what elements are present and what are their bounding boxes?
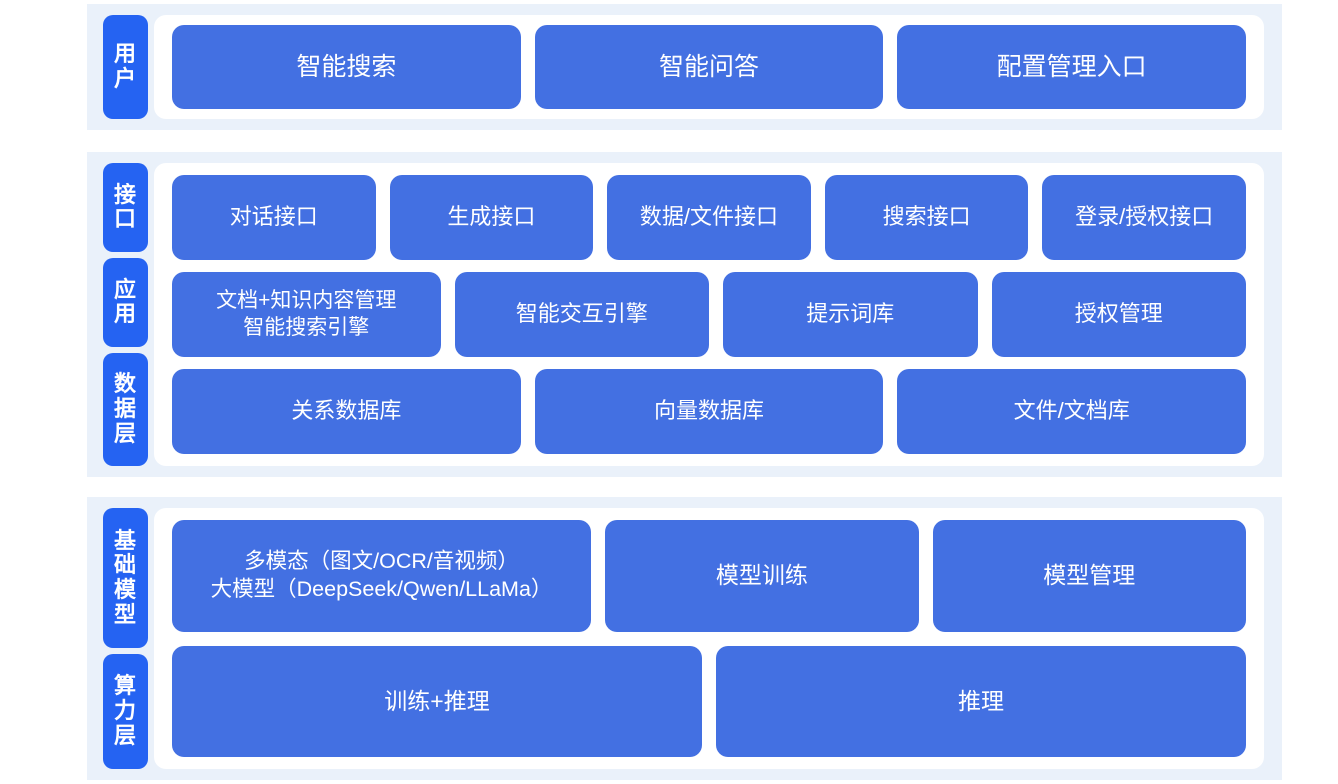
box-doc-knowledge-content-management[interactable]: 文档+知识内容管理 智能搜索引擎 [172, 272, 441, 357]
layer-tab-user-char-0: 用 [113, 41, 137, 67]
box-search-api[interactable]: 搜索接口 [824, 175, 1029, 260]
row-application: 文档+知识内容管理 智能搜索引擎 智能交互引擎 提示词库 授权管理 [172, 272, 1246, 357]
layer-tab-foundation-model[interactable]: 基 础 模 型 [103, 508, 148, 648]
section-base: 基 础 模 型 算 力 层 多模态（图文/OCR/音视频） 大模型（DeepSe… [87, 497, 1282, 780]
box-model-management[interactable]: 模型管理 [932, 520, 1246, 632]
box-inference[interactable]: 推理 [716, 645, 1246, 757]
layer-tab-foundation-model-char-3: 型 [113, 601, 137, 627]
layer-tab-data-layer[interactable]: 数 据 层 [103, 352, 148, 467]
box-intelligent-qa[interactable]: 智能问答 [534, 25, 884, 109]
section-middle: 接 口 应 用 数 据 层 对话接口 生成接口 数据/文件接口 搜索接口 登录/… [87, 152, 1282, 477]
box-model-training[interactable]: 模型训练 [605, 520, 919, 632]
box-dialog-api[interactable]: 对话接口 [172, 175, 376, 260]
layer-tab-interface-char-0: 接 [113, 181, 137, 207]
layer-tab-user-char-1: 户 [113, 66, 137, 91]
box-generation-api[interactable]: 生成接口 [389, 175, 594, 260]
layer-tab-data-layer-char-1: 据 [113, 395, 137, 421]
box-vector-database[interactable]: 向量数据库 [534, 369, 884, 454]
section-user: 用 户 智能搜索 智能问答 配置管理入口 [87, 4, 1282, 130]
box-prompt-library[interactable]: 提示词库 [723, 272, 978, 357]
box-intelligent-interaction-engine[interactable]: 智能交互引擎 [454, 272, 710, 357]
row-data-layer: 关系数据库 向量数据库 文件/文档库 [172, 369, 1247, 454]
layer-tab-interface[interactable]: 接 口 [103, 163, 148, 252]
row-foundation-model: 多模态（图文/OCR/音视频） 大模型（DeepSeek/Qwen/LLaMa）… [172, 520, 1246, 632]
tab-column-base: 基 础 模 型 算 力 层 [87, 497, 148, 780]
row-user-entries: 智能搜索 智能问答 配置管理入口 [172, 25, 1247, 109]
box-data-file-api[interactable]: 数据/文件接口 [607, 175, 811, 260]
box-training-and-inference[interactable]: 训练+推理 [172, 645, 702, 757]
layer-tab-interface-char-1: 口 [113, 206, 137, 232]
tab-column-user: 用 户 [87, 4, 148, 130]
box-multimodal-large-model[interactable]: 多模态（图文/OCR/音视频） 大模型（DeepSeek/Qwen/LLaMa） [172, 520, 592, 632]
layer-tab-compute-layer-char-2: 层 [113, 722, 137, 748]
box-relational-database[interactable]: 关系数据库 [172, 369, 521, 454]
box-intelligent-search[interactable]: 智能搜索 [172, 25, 521, 109]
layer-tab-data-layer-char-2: 层 [113, 420, 137, 446]
box-login-auth-api[interactable]: 登录/授权接口 [1042, 175, 1246, 260]
layer-tab-application-char-1: 用 [113, 301, 137, 327]
box-authorization-management[interactable]: 授权管理 [991, 272, 1246, 357]
layer-tab-foundation-model-char-0: 基 [113, 527, 137, 553]
row-compute-layer: 训练+推理 推理 [172, 645, 1246, 757]
tab-column-middle: 接 口 应 用 数 据 层 [87, 152, 148, 477]
row-api: 对话接口 生成接口 数据/文件接口 搜索接口 登录/授权接口 [172, 175, 1246, 260]
layer-tab-application-char-0: 应 [113, 276, 137, 302]
card-base: 多模态（图文/OCR/音视频） 大模型（DeepSeek/Qwen/LLaMa）… [154, 508, 1264, 769]
box-config-management-entry[interactable]: 配置管理入口 [897, 25, 1247, 109]
layer-tab-foundation-model-char-1: 础 [113, 552, 137, 578]
layer-tab-application[interactable]: 应 用 [103, 257, 148, 347]
card-user: 智能搜索 智能问答 配置管理入口 [154, 15, 1264, 119]
layer-tab-data-layer-char-0: 数 [113, 371, 137, 397]
layer-tab-compute-layer[interactable]: 算 力 层 [103, 653, 148, 769]
layer-tab-foundation-model-char-2: 模 [113, 576, 137, 602]
layer-tab-compute-layer-char-1: 力 [113, 698, 137, 724]
layer-tab-user[interactable]: 用 户 [103, 15, 148, 119]
layer-tab-compute-layer-char-0: 算 [113, 673, 137, 699]
card-middle: 对话接口 生成接口 数据/文件接口 搜索接口 登录/授权接口 文档+知识内容管理… [154, 163, 1264, 466]
box-file-document-store[interactable]: 文件/文档库 [897, 369, 1247, 454]
